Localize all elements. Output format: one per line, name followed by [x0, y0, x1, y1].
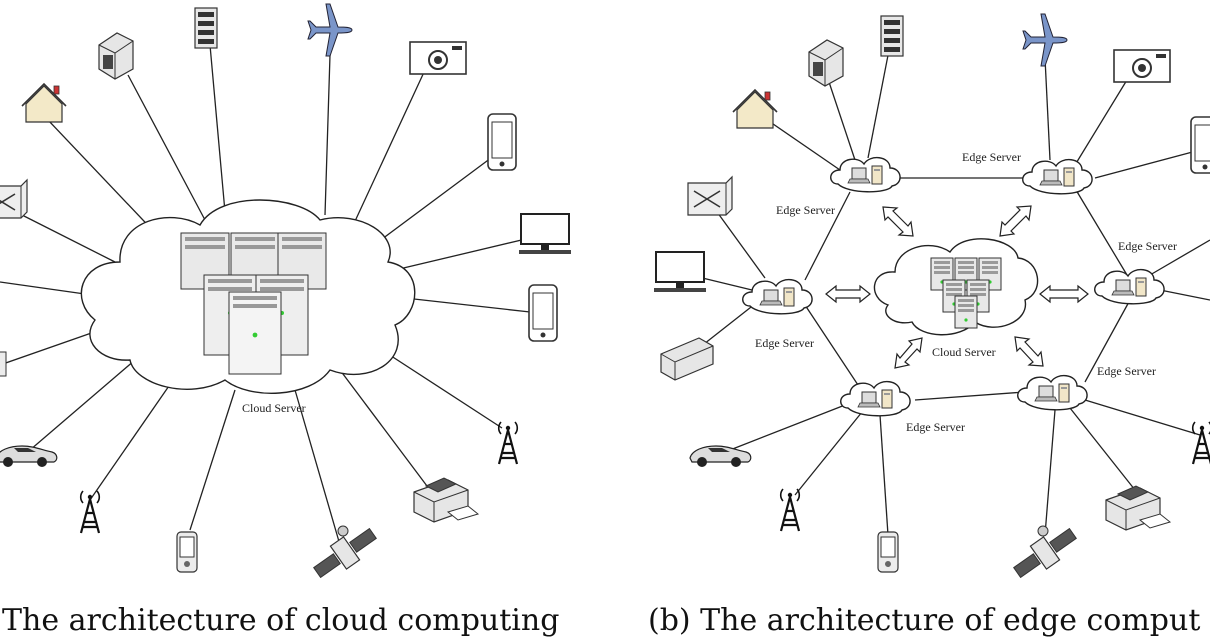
bidirectional-arrows [825, 205, 1089, 369]
router-icon [687, 176, 733, 216]
printer-icon [1105, 485, 1171, 531]
edge-node-left [742, 278, 813, 315]
server-rack-icon [880, 15, 904, 57]
edge-node-top-right [1022, 158, 1093, 195]
printer-icon [413, 477, 479, 523]
cell-tower-icon [779, 487, 801, 533]
edge-node-right [1094, 268, 1165, 305]
server-box-icon [660, 337, 714, 381]
cell-tower-icon [79, 489, 101, 535]
edge-node-bottom-left [840, 380, 911, 417]
house-icon [21, 83, 67, 123]
satellite-icon [313, 525, 377, 579]
panel-b-edge-architecture: Cloud Server Edge Server Edge Server Edg… [648, 13, 1210, 638]
airplane-icon [307, 3, 353, 57]
cloud-server-label: Cloud Server [242, 401, 306, 415]
cell-tower-icon [1191, 420, 1210, 466]
car-icon [0, 445, 58, 468]
panel-a-links [0, 44, 531, 546]
edge-server-label: Edge Server [755, 336, 814, 350]
house-icon [732, 89, 778, 129]
airplane-icon [1022, 13, 1068, 67]
satellite-icon [1013, 525, 1077, 579]
edge-server-label: Edge Server [1118, 239, 1177, 253]
cloud-server-cluster [180, 232, 327, 375]
smartphone-icon [487, 113, 517, 171]
router-icon [0, 179, 28, 219]
edge-server-label: Edge Server [906, 420, 965, 434]
camera-icon [1113, 49, 1171, 83]
building-icon [98, 32, 134, 80]
smartphone-icon [1190, 116, 1210, 174]
building-icon [808, 39, 844, 87]
pda-icon [877, 531, 899, 573]
partial-device-icon [0, 351, 7, 377]
panel-a-caption: The architecture of cloud computing [2, 603, 559, 638]
edge-server-label: Edge Server [1097, 364, 1156, 378]
monitor-icon [653, 251, 707, 293]
cloud-server-label-b: Cloud Server [932, 345, 996, 359]
panel-b-links [689, 44, 1210, 536]
pda-icon [176, 531, 198, 573]
edge-node-top-left [830, 156, 901, 193]
panel-b-caption: (b) The architecture of edge comput [648, 603, 1200, 638]
car-icon [689, 445, 752, 468]
phone-icon [528, 284, 558, 342]
edge-server-label: Edge Server [776, 203, 835, 217]
panel-a-cloud-architecture: Cloud Server The architecture of cloud c… [0, 3, 572, 638]
server-rack-icon [194, 7, 218, 49]
monitor-icon [518, 213, 572, 255]
edge-node-bottom-right [1017, 374, 1088, 411]
edge-server-label: Edge Server [962, 150, 1021, 164]
camera-icon [409, 41, 467, 75]
